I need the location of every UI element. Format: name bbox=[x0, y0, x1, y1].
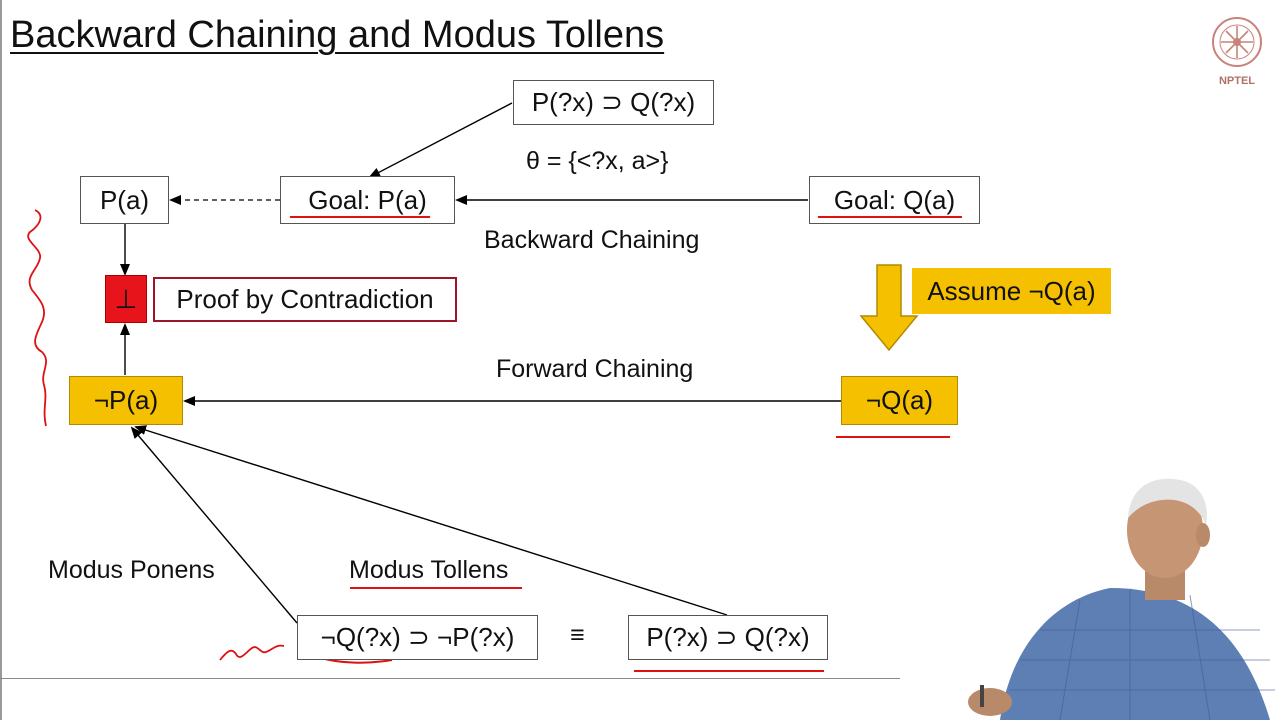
logo-text: NPTEL bbox=[1219, 75, 1255, 87]
modus-ponens-label: Modus Ponens bbox=[48, 556, 215, 584]
presenter-video bbox=[968, 478, 1275, 720]
title-rule bbox=[0, 0, 2, 720]
contrapositive-box: ¬Q(?x) ⊃ ¬P(?x) bbox=[297, 615, 538, 660]
rule-box-bottom: P(?x) ⊃ Q(?x) bbox=[628, 615, 828, 660]
footer-rule bbox=[0, 678, 900, 679]
rule-bottom-underline bbox=[634, 670, 824, 672]
goal-qa-underline bbox=[818, 216, 962, 218]
proof-by-contradiction-box: Proof by Contradiction bbox=[153, 277, 457, 322]
arrow-contrapositive-to-not-pa bbox=[130, 426, 298, 624]
pa-box: P(a) bbox=[80, 176, 169, 224]
backward-chaining-label: Backward Chaining bbox=[484, 226, 700, 254]
theta-substitution: θ = {<?x, a>} bbox=[526, 147, 669, 175]
modus-tollens-label: Modus Tollens bbox=[349, 556, 509, 584]
arrow-rule-to-goal-pa bbox=[368, 102, 513, 178]
contradiction-box: ⊥ bbox=[105, 275, 147, 323]
assume-box: Assume ¬Q(a) bbox=[912, 268, 1111, 314]
modus-tollens-underline bbox=[350, 587, 522, 589]
rule-box-top: P(?x) ⊃ Q(?x) bbox=[513, 80, 714, 125]
nptel-logo: NPTEL bbox=[1206, 14, 1268, 92]
nptel-emblem-icon: NPTEL bbox=[1212, 17, 1262, 87]
annotation-squiggle-left bbox=[27, 209, 47, 427]
equivalence-symbol: ≡ bbox=[570, 621, 585, 649]
not-pa-box: ¬P(a) bbox=[69, 376, 183, 425]
forward-chaining-label: Forward Chaining bbox=[496, 355, 694, 383]
slide-title: Backward Chaining and Modus Tollens bbox=[10, 14, 665, 56]
goal-pa-underline bbox=[290, 216, 430, 218]
assume-down-arrow bbox=[859, 264, 919, 352]
not-qa-underline bbox=[836, 436, 950, 438]
annotation-squiggle-bottom bbox=[219, 644, 285, 661]
not-qa-box: ¬Q(a) bbox=[841, 376, 958, 425]
arrow-rule-bottom-to-not-pa bbox=[134, 425, 728, 616]
